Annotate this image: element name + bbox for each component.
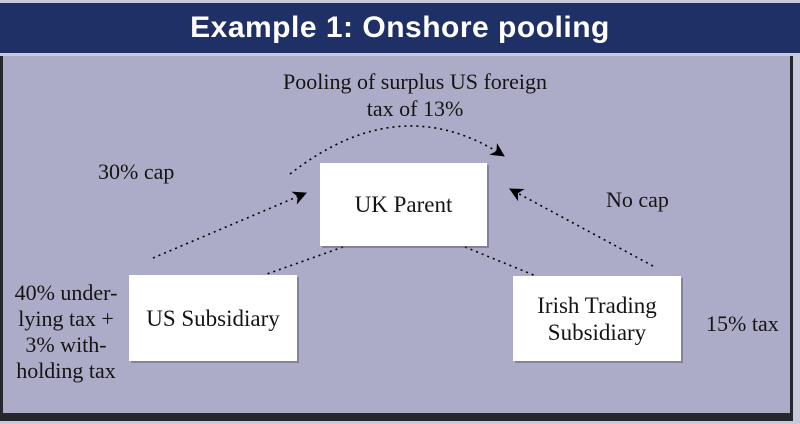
irish-tax-annotation: 15% tax <box>706 311 779 336</box>
figure-title-bar: Example 1: Onshore pooling <box>0 3 800 53</box>
us-tax-annotation: 40% under- lying tax + 3% with- holding … <box>2 280 130 384</box>
figure-title: Example 1: Onshore pooling <box>190 11 610 44</box>
us-tax-line3: 3% with- <box>25 332 107 357</box>
pooling-annotation-line1: Pooling of surplus US foreign <box>283 69 547 94</box>
pooling-annotation: Pooling of surplus US foreign tax of 13% <box>255 68 575 122</box>
us-cap-annotation: 30% cap <box>98 159 175 184</box>
node-uk-parent-label: UK Parent <box>354 192 453 217</box>
irish-label-line2: Subsidiary <box>547 319 647 345</box>
node-irish-trading-subsidiary-label: Irish Trading Subsidiary <box>537 292 657 346</box>
irish-label-line1: Irish Trading <box>537 292 657 318</box>
us-tax-line1: 40% under- <box>14 280 118 305</box>
frame-bottom-border <box>0 413 793 421</box>
node-us-subsidiary-label: US Subsidiary <box>146 305 280 331</box>
us-tax-line4: holding tax <box>16 358 116 383</box>
pooling-annotation-line2: tax of 13% <box>366 96 464 121</box>
node-us-subsidiary: US Subsidiary <box>129 275 297 361</box>
node-irish-trading-subsidiary: Irish Trading Subsidiary <box>513 276 681 361</box>
us-tax-line2: lying tax + <box>18 306 114 331</box>
node-uk-parent: UK Parent <box>320 163 487 246</box>
irish-cap-annotation: No cap <box>606 187 669 212</box>
